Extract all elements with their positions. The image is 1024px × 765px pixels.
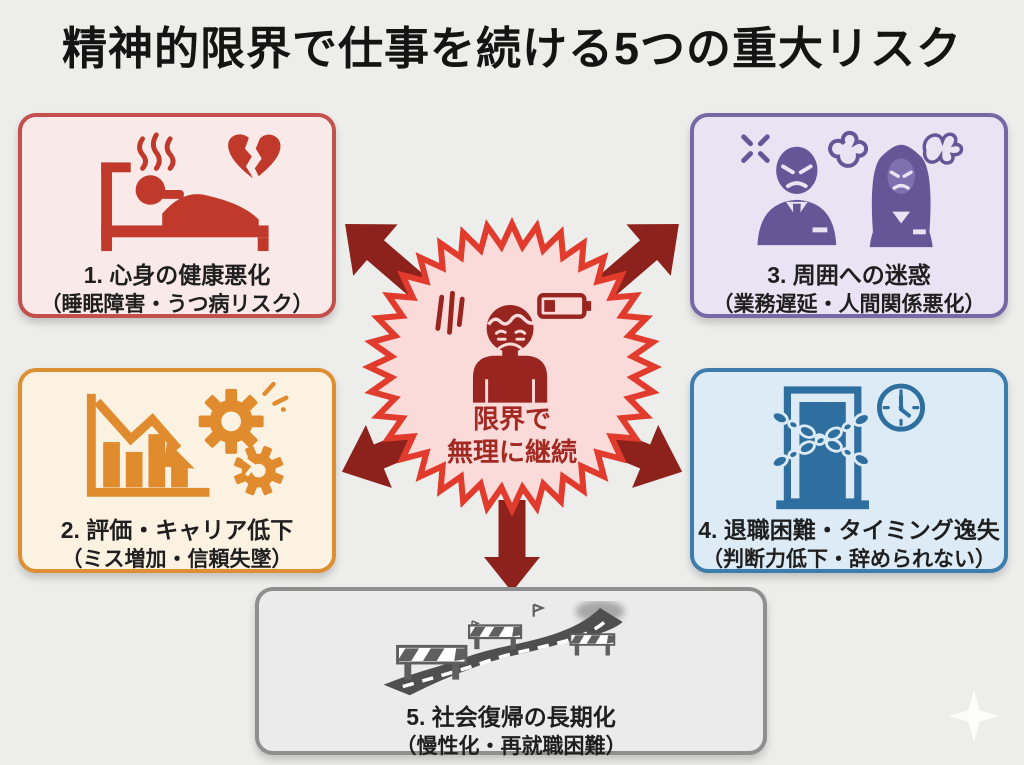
center-label-line2: 無理に継続 [446,437,577,467]
barricade-icon [396,644,468,680]
center-burst: 限界で 無理に継続 [362,217,662,517]
risk-card-resignation: 4. 退職困難・タイミング逸失 （判断力低下・辞められない） [690,368,1008,573]
risk-label: 4. 退職困難・タイミング逸失 [698,517,1000,543]
barricade-icon [467,620,523,650]
angry-man-icon [757,146,837,246]
chain-icon [770,410,871,469]
exhausted-worker-low-battery-icon [435,290,592,403]
center-label-line1: 限界で [472,404,551,434]
broken-gear-icon [233,445,284,496]
anger-mark-icon [741,134,770,163]
risk-label: 5. 社会復帰の長期化 [406,704,616,730]
page-title: 精神的限界で仕事を続ける5つの重大リスク [61,23,963,74]
low-battery-icon [537,293,592,319]
barricade-icon [569,633,616,656]
risk-sub: （睡眠障害・うつ病リスク） [40,292,314,316]
sick-person-in-bed-broken-heart-icon [101,132,281,252]
declining-chart-icon [86,393,210,497]
sad-person-icon [472,304,548,403]
arrow-to-risk-5 [484,500,540,592]
breath-puff-icon [828,130,869,168]
clock-icon [877,383,925,432]
risk-label: 3. 周囲への迷惑 [767,262,931,288]
spark-lines-icon [262,382,289,406]
road-centerline [402,615,612,689]
risk-card-health: 1. 心身の健康悪化 （睡眠障害・うつ病リスク） [18,113,336,318]
winding-road-barriers-icon [383,601,625,696]
risk-card-reintegration: 5. 社会復帰の長期化 （慢性化・再就職困難） [255,587,767,758]
risk-sub: （業務遅延・人間関係悪化） [712,292,986,316]
angry-coworkers-icon [741,130,964,248]
stress-lines-icon [435,290,465,335]
risk-label: 1. 心身の健康悪化 [83,262,271,288]
chained-door-icon [770,386,871,510]
risk-label: 2. 評価・キャリア低下 [60,517,294,543]
risk-sub: （判断力低下・辞められない） [702,547,996,571]
risk-card-coworkers: 3. 周囲への迷惑 （業務遅延・人間関係悪化） [690,113,1008,318]
scribble-cloud-icon [922,132,964,165]
gear-icon [198,388,264,454]
angry-woman-icon [869,144,933,248]
risk-sub: （慢性化・再就職困難） [395,734,627,758]
risk-sub: （ミス増加・信頼失墜） [61,547,293,571]
small-flag-icon [532,603,546,617]
risk-card-career: 2. 評価・キャリア低下 （ミス増加・信頼失墜） [18,368,336,573]
chained-door-clock-icon [770,383,925,510]
fever-steam-icon [137,132,176,171]
declining-bar-chart-broken-gears-icon [86,382,289,497]
broken-heart-icon [228,134,281,179]
